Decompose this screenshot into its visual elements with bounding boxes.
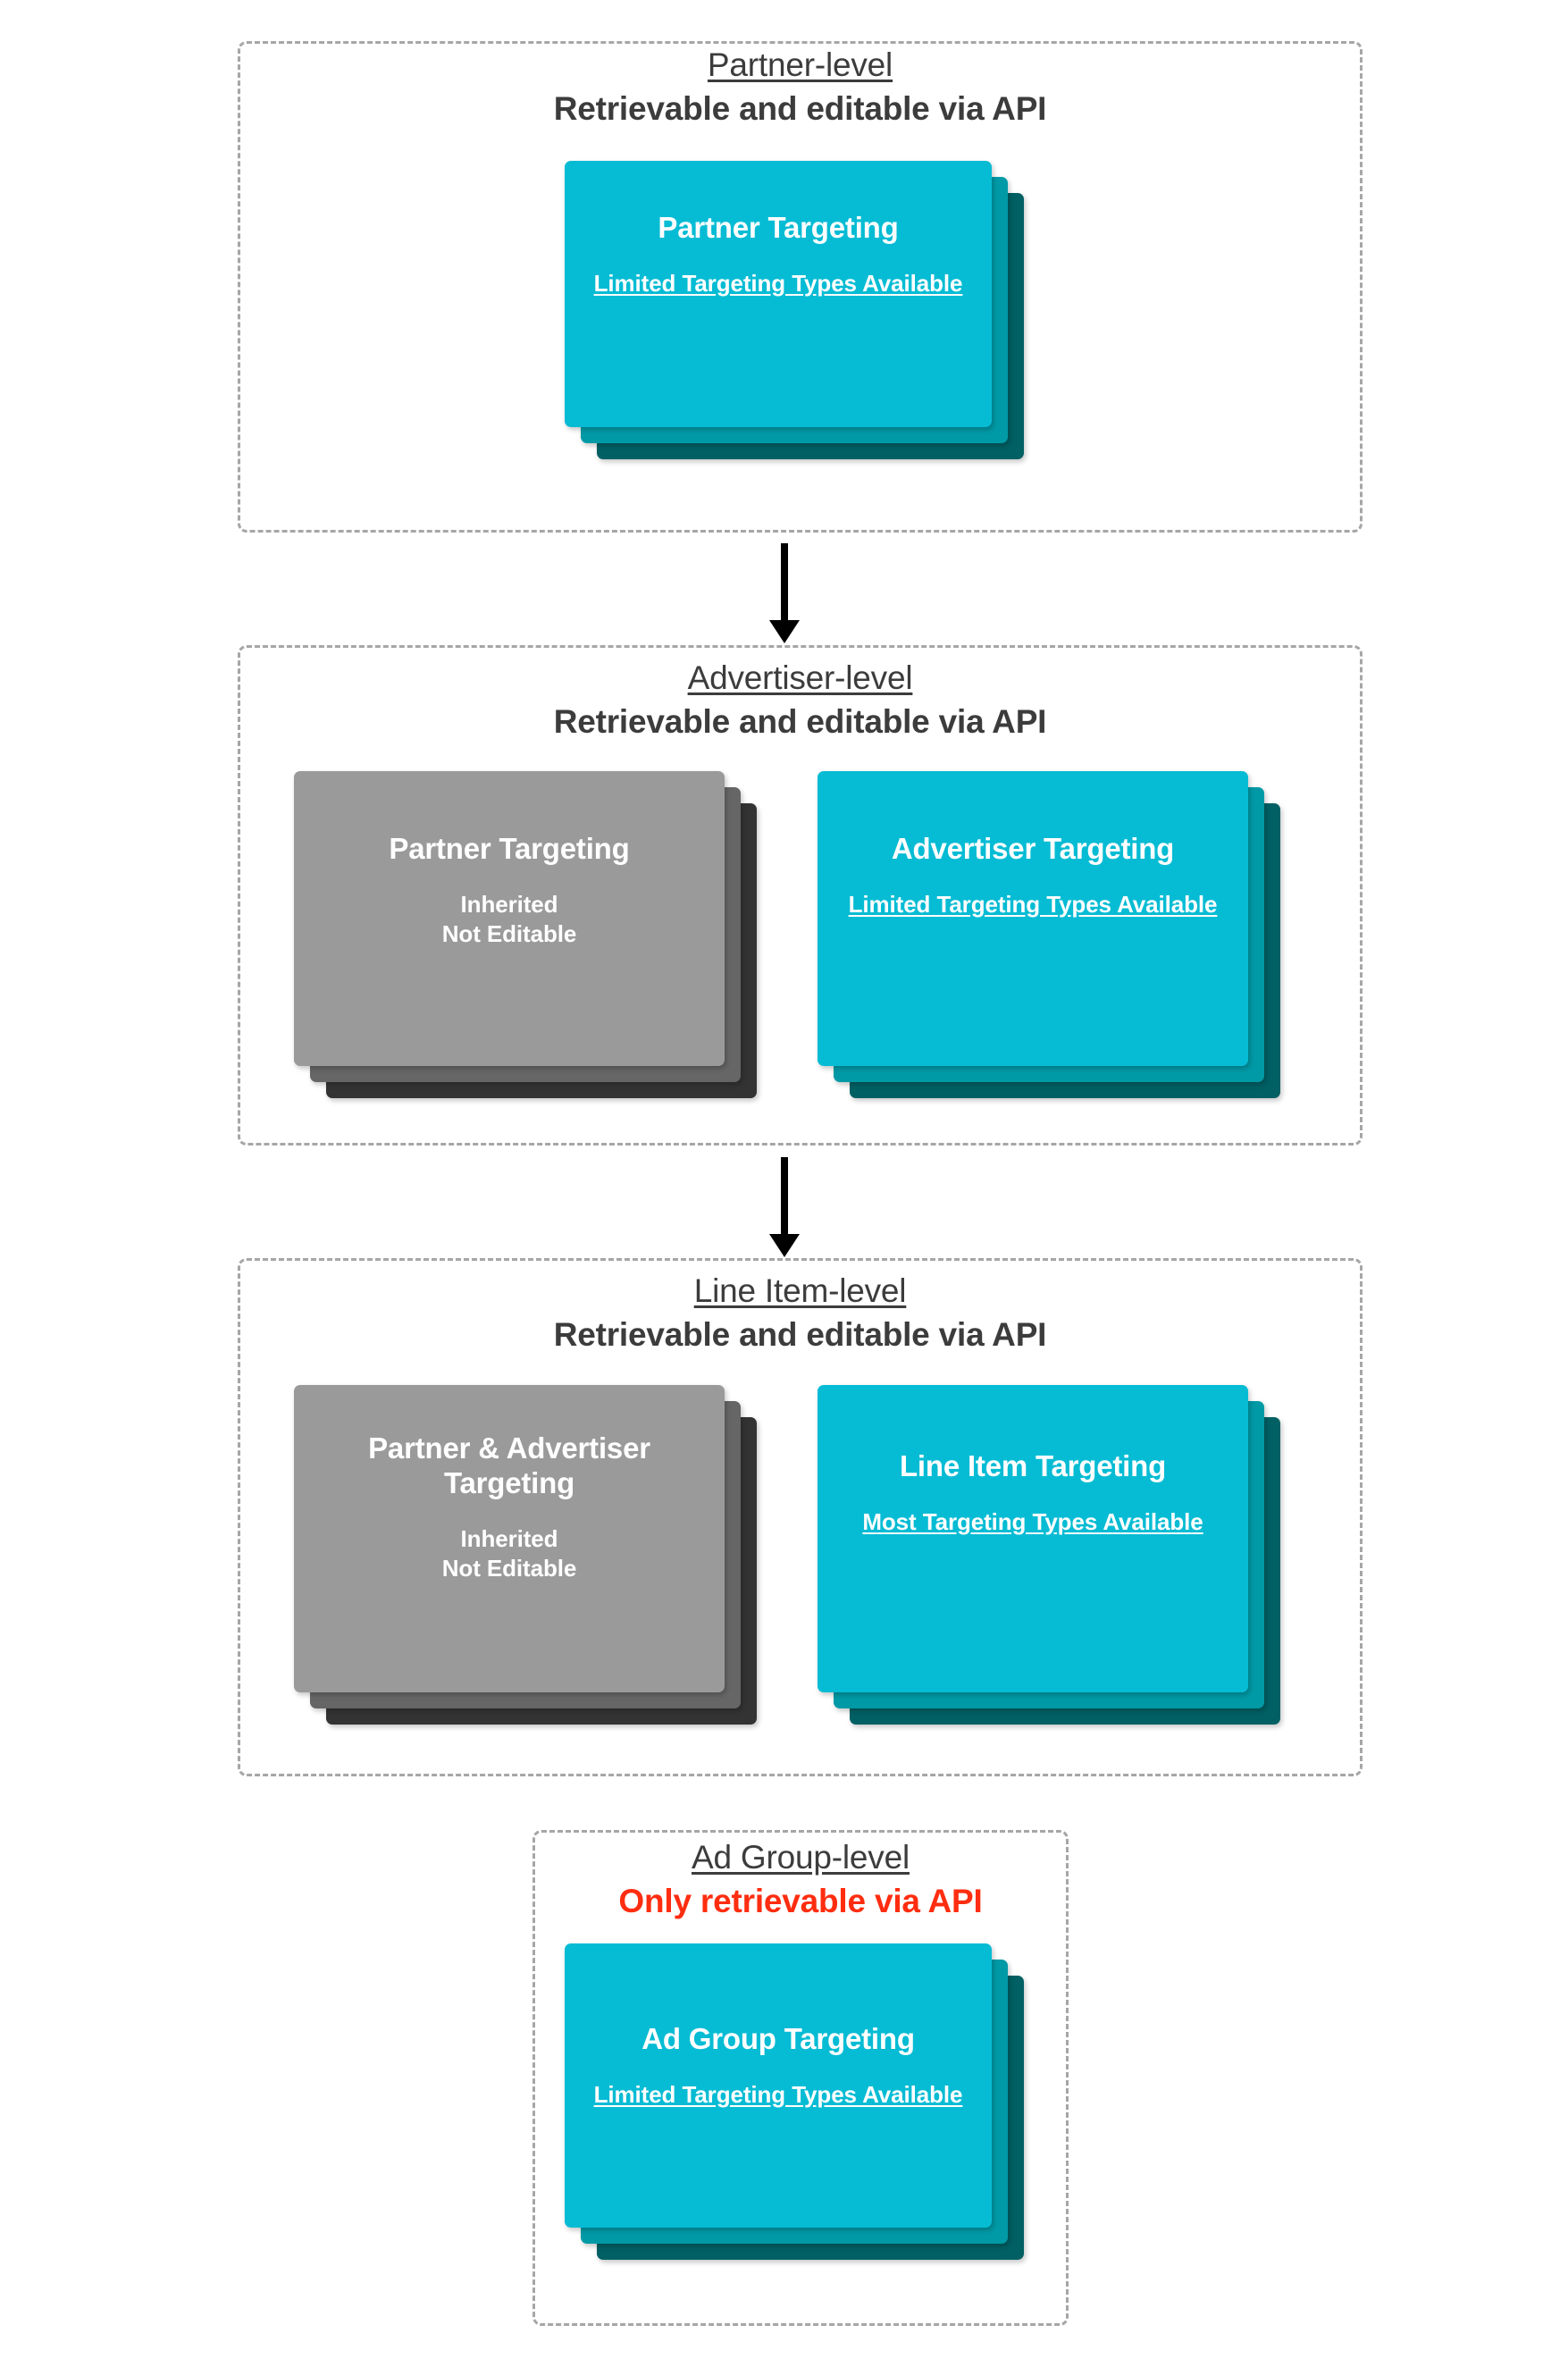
card-stack-line-item-targeting[interactable]: Line Item Targeting Most Targeting Types… — [818, 1385, 1289, 1742]
card-title: Advertiser Targeting — [891, 832, 1175, 865]
level-heading-partner: Partner-level Retrievable and editable v… — [238, 46, 1363, 129]
level-heading-line-item: Line Item-level Retrievable and editable… — [238, 1272, 1363, 1355]
level-name-advertiser: Advertiser-level — [687, 659, 913, 696]
card-sheet-front — [565, 161, 992, 427]
level-box-line-item — [238, 1258, 1363, 1776]
level-api-note-advertiser: Retrievable and editable via API — [553, 702, 1047, 740]
card-subtitle: Limited Targeting Types Available — [593, 269, 963, 297]
card-stack-advertiser-targeting[interactable]: Advertiser Targeting Limited Targeting T… — [818, 771, 1289, 1115]
arrow-shaft — [781, 543, 788, 622]
level-heading-ad-group: Ad Group-level Only retrievable via API — [532, 1839, 1069, 1921]
card-subtitle: Inherited Not Editable — [441, 1524, 577, 1582]
level-api-note-ad-group: Only retrievable via API — [618, 1882, 983, 1919]
level-name-line-item: Line Item-level — [693, 1272, 907, 1309]
card-title: Line Item Targeting — [899, 1449, 1167, 1482]
connector-arrow-advertiser-to-line-item — [769, 1157, 800, 1257]
arrow-head-icon — [769, 1234, 800, 1257]
level-heading-advertiser: Advertiser-level Retrievable and editabl… — [238, 659, 1363, 742]
card-stack-partner-targeting[interactable]: Partner Targeting Limited Targeting Type… — [565, 161, 1036, 459]
card-title: Partner Targeting — [389, 832, 630, 865]
card-sheet-front — [565, 1943, 992, 2228]
card-sheet-front — [294, 1385, 725, 1692]
card-title: Partner Targeting — [658, 211, 899, 244]
level-name-ad-group: Ad Group-level — [692, 1839, 910, 1876]
card-title: Partner & Advertiser Targeting — [368, 1431, 650, 1499]
card-stack-inherited-partner-advertiser-targeting[interactable]: Partner & Advertiser Targeting Inherited… — [294, 1385, 766, 1742]
card-stack-inherited-partner-targeting[interactable]: Partner Targeting Inherited Not Editable — [294, 771, 766, 1115]
level-box-partner — [238, 41, 1363, 533]
level-api-note-partner: Retrievable and editable via API — [553, 89, 1047, 127]
card-sheet-front — [818, 771, 1248, 1066]
level-api-note-line-item: Retrievable and editable via API — [553, 1315, 1047, 1353]
card-subtitle: Limited Targeting Types Available — [593, 2080, 963, 2108]
card-content-inherited-partner-targeting: Partner Targeting Inherited Not Editable — [294, 832, 725, 949]
card-content-advertiser-targeting: Advertiser Targeting Limited Targeting T… — [818, 832, 1248, 919]
card-content-partner-targeting: Partner Targeting Limited Targeting Type… — [565, 211, 992, 298]
arrow-head-icon — [769, 620, 800, 643]
card-content-line-item-targeting: Line Item Targeting Most Targeting Types… — [818, 1449, 1248, 1537]
card-subtitle: Limited Targeting Types Available — [848, 890, 1218, 918]
card-sheet-front — [294, 771, 725, 1066]
level-box-advertiser — [238, 645, 1363, 1146]
card-sheet-front — [818, 1385, 1248, 1692]
card-stack-ad-group-targeting[interactable]: Ad Group Targeting Limited Targeting Typ… — [565, 1943, 1036, 2261]
level-name-partner: Partner-level — [707, 46, 893, 83]
connector-arrow-partner-to-advertiser — [769, 543, 800, 643]
card-subtitle: Most Targeting Types Available — [862, 1507, 1203, 1535]
card-content-ad-group-targeting: Ad Group Targeting Limited Targeting Typ… — [565, 2022, 992, 2110]
card-title: Ad Group Targeting — [641, 2022, 915, 2055]
level-box-ad-group — [532, 1830, 1069, 2326]
card-subtitle: Inherited Not Editable — [441, 890, 577, 948]
card-content-inherited-partner-advertiser-targeting: Partner & Advertiser Targeting Inherited… — [294, 1431, 725, 1583]
arrow-shaft — [781, 1157, 788, 1236]
